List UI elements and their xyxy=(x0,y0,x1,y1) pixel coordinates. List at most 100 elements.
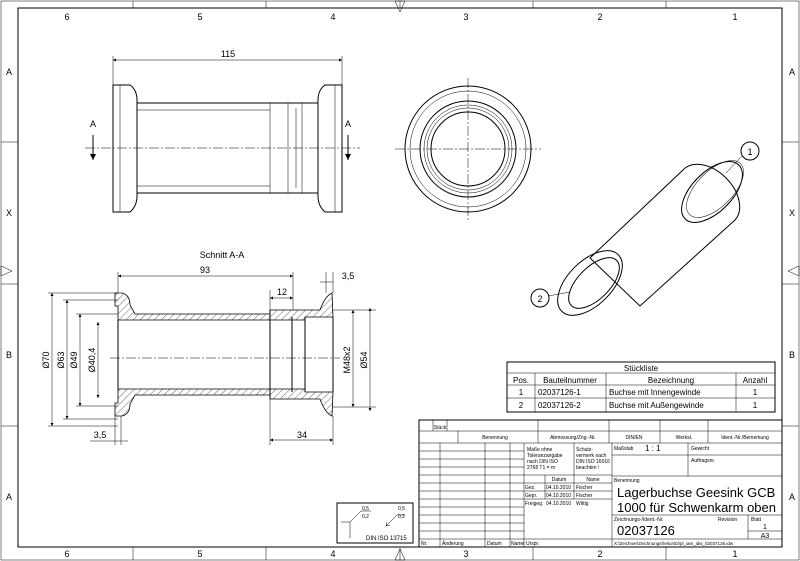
col-quantity: Anzahl xyxy=(743,376,768,385)
change-col-change: Änderung xyxy=(442,540,464,547)
sign-row-drawn-date: 04.10.2010 xyxy=(546,485,571,491)
tolerance-note-4: 2768 T1 = m xyxy=(527,465,555,471)
zone-row-b: B xyxy=(6,350,12,360)
parts-list-title: Stückliste xyxy=(624,364,659,373)
zone-row-a2-right: A xyxy=(789,492,795,502)
section-view: Schnitt A-A xyxy=(41,250,376,445)
date-column: Datum xyxy=(552,477,567,483)
scale-label: Maßstab xyxy=(614,446,634,452)
row-2-pos: 2 xyxy=(519,401,524,410)
protection-note-4: beachten ! xyxy=(576,465,599,471)
table-row: 2 02037126-2 Buchse mit Außengewinde 1 xyxy=(519,401,758,410)
dim-m48x2: M48x2 xyxy=(342,346,352,373)
designation-line-1: Lagerbuchse Geesink GCB xyxy=(617,485,775,500)
zone-col-1-bottom: 1 xyxy=(732,549,737,559)
zone-row-a-right: A xyxy=(789,67,795,77)
title-block: Stück Benennung Abmessung/Zng.-Nr. DIN/E… xyxy=(418,419,783,548)
dim-length-115: 115 xyxy=(221,49,235,59)
header-name: Benennung xyxy=(482,435,508,441)
sign-row-released-name: Wittig xyxy=(576,501,589,507)
zone-col-5-bottom: 5 xyxy=(197,549,202,559)
drawing-number: 02037126 xyxy=(617,523,675,538)
front-view: 115 A A xyxy=(85,49,360,213)
designation-label: Benennung xyxy=(614,478,640,484)
change-col-origin: Urspr. xyxy=(526,541,539,547)
isometric-view: 1 2 xyxy=(530,141,760,316)
sign-row-released-date: 04.10.2010 xyxy=(546,501,571,507)
section-title: Schnitt A-A xyxy=(200,250,245,260)
end-view xyxy=(395,78,541,220)
zone-col-5: 5 xyxy=(197,12,202,22)
protection-note-2: vermerk nach xyxy=(576,453,607,459)
sheet-value: 1 xyxy=(763,524,767,531)
sign-row-checked-name: Fischer xyxy=(576,493,593,499)
weight-label: Gewicht xyxy=(691,446,710,452)
zone-row-a: A xyxy=(6,67,12,77)
zone-col-3-bottom: 3 xyxy=(463,549,468,559)
row-1-quantity: 1 xyxy=(753,388,758,397)
dim-34: 34 xyxy=(297,430,307,440)
change-col-name: Name xyxy=(511,541,525,547)
header-ident: Ident.-Nr./Bemerkung xyxy=(721,435,769,441)
sign-row-checked-label: Gepr. xyxy=(525,493,537,499)
protection-note-1: Schutz- xyxy=(576,447,593,453)
header-din: DIN/EN xyxy=(626,435,643,441)
change-col-date: Datum xyxy=(487,541,502,547)
dim-d49: Ø49 xyxy=(69,351,79,368)
dim-d40-4: Ø40,4 xyxy=(87,348,97,373)
file-path: X:\Zeichner\Zeichnungsfreiso\02\pl_iam_i… xyxy=(614,541,734,546)
section-mark-left: A xyxy=(90,119,96,129)
dim-d63: Ø63 xyxy=(56,351,66,368)
section-mark-right: A xyxy=(345,119,351,129)
col-designation: Bezeichnung xyxy=(648,376,694,385)
tolerance-note-2: Toleranzangabe xyxy=(527,453,563,459)
sign-row-drawn-label: Gez. xyxy=(525,485,536,491)
row-2-quantity: 1 xyxy=(753,401,758,410)
table-row: 1 02037126-1 Buchse mit Innengewinde 1 xyxy=(519,388,758,397)
row-1-part-number: 02037126-1 xyxy=(538,388,581,397)
edge-bottom-value-2: 0,2 xyxy=(398,514,405,520)
sheet-format: A3 xyxy=(761,533,770,540)
edge-top-value-2: 0,5 xyxy=(398,506,405,512)
col-part-number: Bauteilnummer xyxy=(543,376,597,385)
scale-value: 1 : 1 xyxy=(645,444,661,453)
edge-bottom-value-1: 0,2 xyxy=(362,514,369,520)
dim-3-5-top: 3,5 xyxy=(342,271,355,281)
name-column: Name xyxy=(586,477,600,483)
zone-col-2-bottom: 2 xyxy=(597,549,602,559)
sheet-label: Blatt xyxy=(751,517,762,523)
zone-row-x-right: X xyxy=(789,208,795,218)
order-number-label: Auftragsnr. xyxy=(691,458,715,464)
row-1-designation: Buchse mit Innengewinde xyxy=(609,388,701,397)
designation-line-2: 1000 für Schwenkarm oben xyxy=(617,500,776,515)
zone-row-x: X xyxy=(6,208,12,218)
tolerance-note-1: Maße ohne xyxy=(527,447,553,453)
col-pos: Pos. xyxy=(513,376,529,385)
sign-row-released-label: Freigeg. xyxy=(525,501,543,507)
zone-row-a2: A xyxy=(6,492,12,502)
dim-d54: Ø54 xyxy=(359,351,369,368)
zone-col-6: 6 xyxy=(64,12,69,22)
header-dimension: Abmessung/Zng.-Nr. xyxy=(550,435,596,441)
balloon-1-label: 1 xyxy=(747,147,752,157)
zone-row-b-right: B xyxy=(789,350,795,360)
protection-note-3: DIN ISO 16016 xyxy=(576,459,610,465)
dim-12: 12 xyxy=(277,287,287,297)
revision-label: Revision xyxy=(718,517,737,523)
dim-93: 93 xyxy=(200,265,210,275)
sign-row-drawn-name: Fischer xyxy=(576,485,593,491)
sign-row-checked-date: 04.10.2010 xyxy=(546,493,571,499)
zone-col-3: 3 xyxy=(463,12,468,22)
zone-col-4: 4 xyxy=(330,12,335,22)
balloon-1 xyxy=(740,141,760,161)
dim-3-5-bottom: 3,5 xyxy=(94,430,107,440)
change-col-no: Nr. xyxy=(421,541,427,547)
header-material: Werkst. xyxy=(676,435,693,441)
row-2-designation: Buchse mit Außengewinde xyxy=(609,401,704,410)
zone-col-1: 1 xyxy=(732,12,737,22)
drawing-number-label: Zeichnungs-/Ident.-Nr. xyxy=(614,517,663,523)
zone-col-4-bottom: 4 xyxy=(330,549,335,559)
header-piece: Stück xyxy=(434,425,447,431)
parts-list: Stückliste Pos. Bauteilnummer Bezeichnun… xyxy=(506,361,776,413)
